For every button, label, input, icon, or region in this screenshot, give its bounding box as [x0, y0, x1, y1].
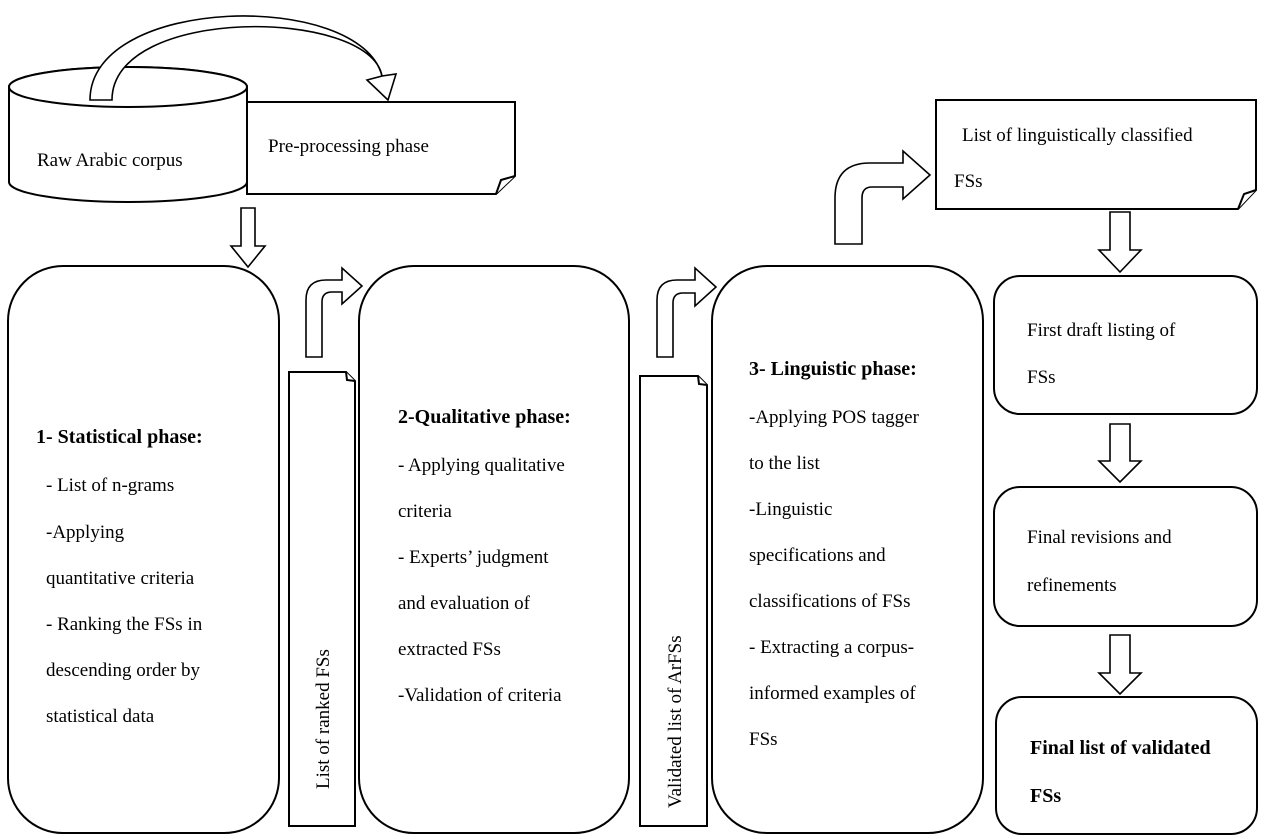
phase3-box: 3- Linguistic phase: -Applying POS tagge…: [711, 265, 984, 834]
phase2-line-5: extracted FSs: [398, 639, 501, 660]
phase2-line-2: criteria: [398, 501, 452, 522]
bent-arrow-icon: [834, 149, 932, 245]
phase2-line-4: and evaluation of: [398, 593, 531, 614]
classified-list-box: List of linguistically classified FSs: [935, 99, 1257, 210]
revisions-box: Final revisions and refinements: [993, 486, 1258, 627]
ranked-list-label: List of ranked FSs: [313, 649, 334, 789]
phase3-line-3: -Linguistic: [749, 499, 832, 520]
phase1-box: 1- Statistical phase: - List of n-grams …: [7, 265, 280, 834]
phase1-line-6: statistical data: [46, 706, 155, 727]
phase3-line-5: classifications of FSs: [749, 591, 911, 612]
phase1-title: 1- Statistical phase:: [36, 426, 203, 448]
phase3-line-6: - Extracting a corpus-: [749, 637, 914, 658]
corpus-cylinder: Raw Arabic corpus: [8, 66, 248, 203]
final-line-2: FSs: [1030, 785, 1061, 807]
draft-box: First draft listing of FSs: [993, 275, 1258, 415]
classified-line-2: FSs: [954, 171, 983, 192]
phase3-line-4: specifications and: [749, 545, 886, 566]
down-arrow-icon: [229, 207, 267, 269]
phase2-line-6: -Validation of criteria: [398, 685, 562, 706]
ranked-list-box: List of ranked FSs: [288, 371, 356, 827]
phase1-line-5: descending order by: [46, 660, 201, 681]
phase1-line-4: - Ranking the FSs in: [46, 614, 203, 635]
bent-arrow-icon: [656, 266, 718, 358]
validated-arfss-label: Validated list of ArFSs: [665, 635, 686, 808]
curved-arrow-icon: [89, 15, 398, 102]
revisions-line-1: Final revisions and: [1027, 527, 1172, 548]
phase2-box: 2-Qualitative phase: - Applying qualitat…: [358, 265, 630, 834]
phase3-title: 3- Linguistic phase:: [749, 358, 917, 380]
down-arrow-icon: [1097, 423, 1143, 484]
phase3-line-1: -Applying POS tagger: [749, 407, 920, 428]
draft-line-2: FSs: [1027, 367, 1056, 388]
validated-arfss-box: Validated list of ArFSs: [639, 375, 708, 827]
classified-line-1: List of linguistically classified: [962, 125, 1193, 146]
preprocessing-label: Pre-processing phase: [268, 136, 429, 157]
phase1-line-2: -Applying: [46, 522, 125, 543]
phase1-line-3: quantitative criteria: [46, 568, 195, 589]
phase2-title: 2-Qualitative phase:: [398, 406, 571, 428]
phase2-line-1: - Applying qualitative: [398, 455, 565, 476]
phase1-line-1: - List of n-grams: [46, 475, 174, 496]
bent-arrow-icon: [305, 266, 364, 358]
final-box: Final list of validated FSs: [995, 696, 1258, 835]
phase3-line-7: informed examples of: [749, 683, 916, 704]
phase2-line-3: - Experts’ judgment: [398, 547, 549, 568]
draft-line-1: First draft listing of: [1027, 320, 1176, 341]
final-line-1: Final list of validated: [1030, 737, 1211, 759]
down-arrow-icon: [1097, 211, 1143, 274]
corpus-label: Raw Arabic corpus: [37, 150, 183, 171]
phase3-line-2: to the list: [749, 453, 820, 474]
revisions-line-2: refinements: [1027, 575, 1117, 596]
preprocessing-box: Pre-processing phase: [246, 101, 516, 195]
down-arrow-icon: [1097, 634, 1143, 696]
phase3-line-8: FSs: [749, 729, 778, 750]
